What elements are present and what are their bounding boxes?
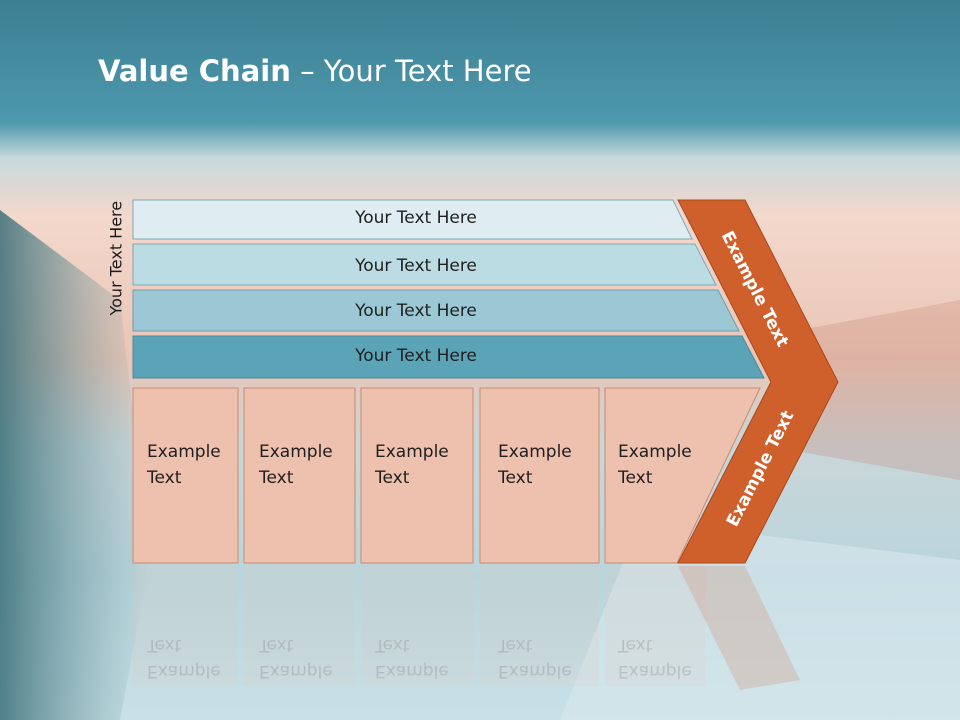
- bar-4: [132, 335, 765, 379]
- bar-4-label: Your Text Here: [355, 346, 477, 366]
- box-4: [479, 387, 600, 564]
- bar-3: [132, 289, 740, 332]
- bar-1-label: Your Text Here: [355, 208, 477, 228]
- box-2: [243, 387, 356, 564]
- box-5: [604, 387, 761, 564]
- bar-3-label: Your Text Here: [355, 301, 477, 321]
- bar-2-label: Your Text Here: [355, 256, 477, 276]
- box-3: [360, 387, 474, 564]
- box-1: [132, 387, 239, 564]
- slide-title: Value Chain – Your Text Here: [98, 54, 532, 88]
- bar-1: [132, 199, 693, 240]
- bar-2: [132, 243, 717, 286]
- chevron-arrow: [677, 199, 839, 564]
